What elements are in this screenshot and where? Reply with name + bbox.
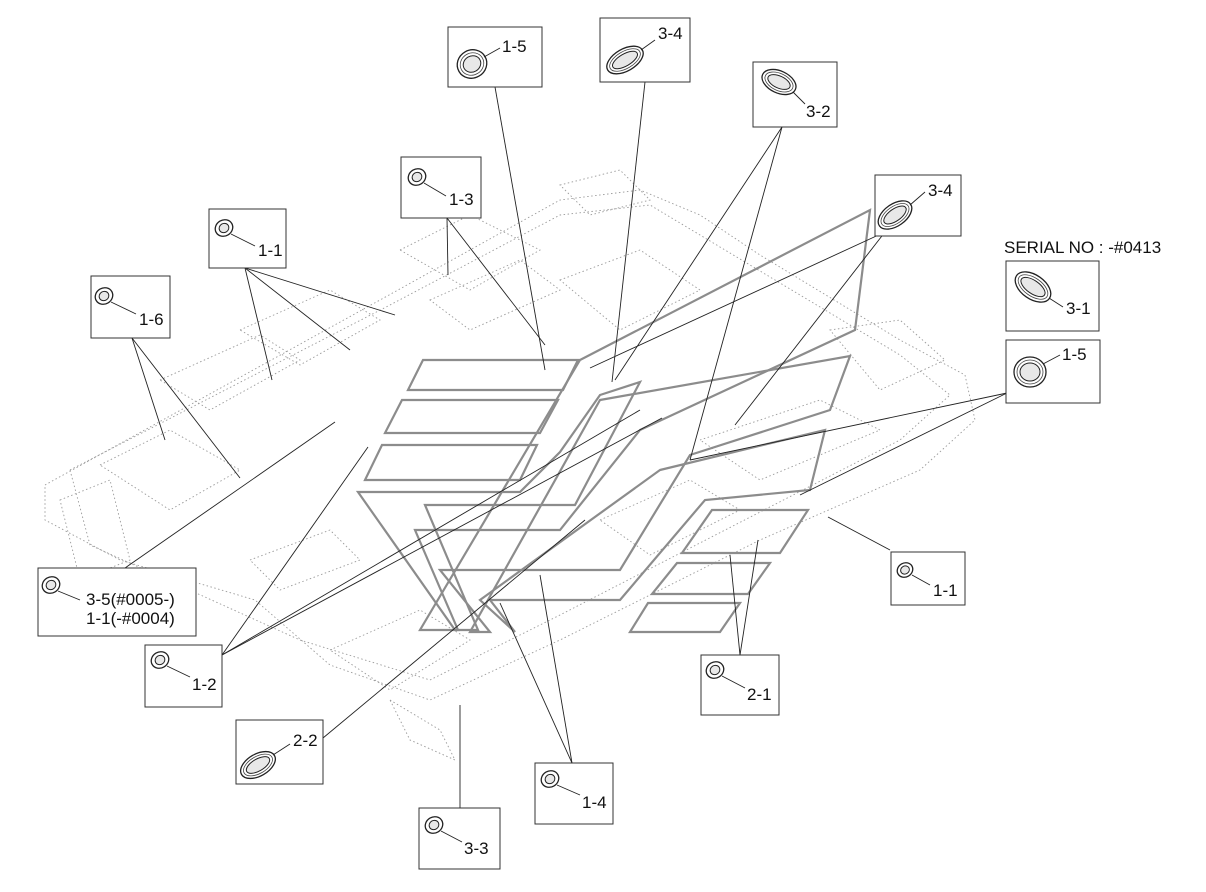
callout-1-5-right: 1-5 <box>1005 339 1101 404</box>
callout-label: 1-1 <box>933 581 958 600</box>
callout-1-2: 1-2 <box>144 644 223 708</box>
small-grommet-icon <box>407 168 427 186</box>
callout-label: 1-5 <box>1062 345 1087 364</box>
callout-3-1: 3-1 <box>1005 260 1100 332</box>
callout-label-secondary: 1-1(-#0004) <box>86 609 175 628</box>
callout-label: 3-4 <box>928 181 953 200</box>
small-grommet-icon <box>705 661 725 679</box>
leader-lines <box>124 81 1008 808</box>
callout-1-5: 1-5 <box>447 26 543 88</box>
deck-plate <box>679 508 811 555</box>
deck-plate <box>413 208 872 632</box>
small-grommet-icon <box>94 287 114 305</box>
callout-3-5: 3-5(#0005-) 1-1(-#0004) <box>37 567 197 637</box>
deck-plate <box>649 561 773 596</box>
callout-3-3: 3-3 <box>418 807 501 870</box>
callout-label: 1-1 <box>258 241 283 260</box>
round-grommet-icon <box>1013 356 1047 388</box>
callout-label: 3-1 <box>1066 299 1091 318</box>
callout-label: 1-3 <box>449 190 474 209</box>
callout-1-6: 1-6 <box>90 275 171 339</box>
callout-label: 3-5(#0005-) <box>86 590 175 609</box>
callout-3-2: 3-2 <box>752 61 838 128</box>
deck-plate <box>478 428 827 633</box>
deck-plate <box>406 358 580 392</box>
callout-label: 1-2 <box>192 675 217 694</box>
callout-label: 1-4 <box>582 793 607 812</box>
deck-plate <box>383 398 560 435</box>
callout-label: 1-5 <box>502 37 527 56</box>
small-grommet-icon <box>150 651 170 669</box>
deck-plates <box>355 208 872 634</box>
callout-3-4-right: 3-4 <box>874 174 962 237</box>
callout-1-4: 1-4 <box>534 762 614 825</box>
deck-plate <box>355 380 643 632</box>
callout-label: 3-4 <box>658 24 683 43</box>
callout-1-1: 1-1 <box>208 208 287 269</box>
small-grommet-icon <box>41 576 61 594</box>
callout-1-3: 1-3 <box>400 156 482 219</box>
deck-plate <box>628 601 743 634</box>
small-grommet-icon <box>896 562 914 578</box>
callout-2-2: 2-2 <box>235 719 324 785</box>
callout-label: 3-3 <box>464 839 489 858</box>
small-grommet-icon <box>214 219 234 237</box>
small-grommet-icon <box>424 816 444 834</box>
callout-label: 3-2 <box>806 102 831 121</box>
callout-2-1: 2-1 <box>700 654 780 716</box>
callout-label: 1-6 <box>139 310 164 329</box>
deck-plate <box>437 354 852 634</box>
oval-grommet-icon <box>877 200 913 230</box>
callout-1-1-right: 1-1 <box>890 551 966 606</box>
round-grommet-icon <box>456 49 488 79</box>
oval-grommet-icon <box>606 45 644 75</box>
oval-grommet-icon <box>1014 271 1052 303</box>
callout-3-4: 3-4 <box>599 17 691 83</box>
oval-grommet-icon <box>240 750 276 780</box>
small-grommet-icon <box>540 770 560 788</box>
callout-label: 2-1 <box>747 685 772 704</box>
serial-note: SERIAL NO : -#0413 <box>1004 238 1161 257</box>
oval-grommet-icon <box>761 68 797 96</box>
callout-label: 2-2 <box>293 731 318 750</box>
